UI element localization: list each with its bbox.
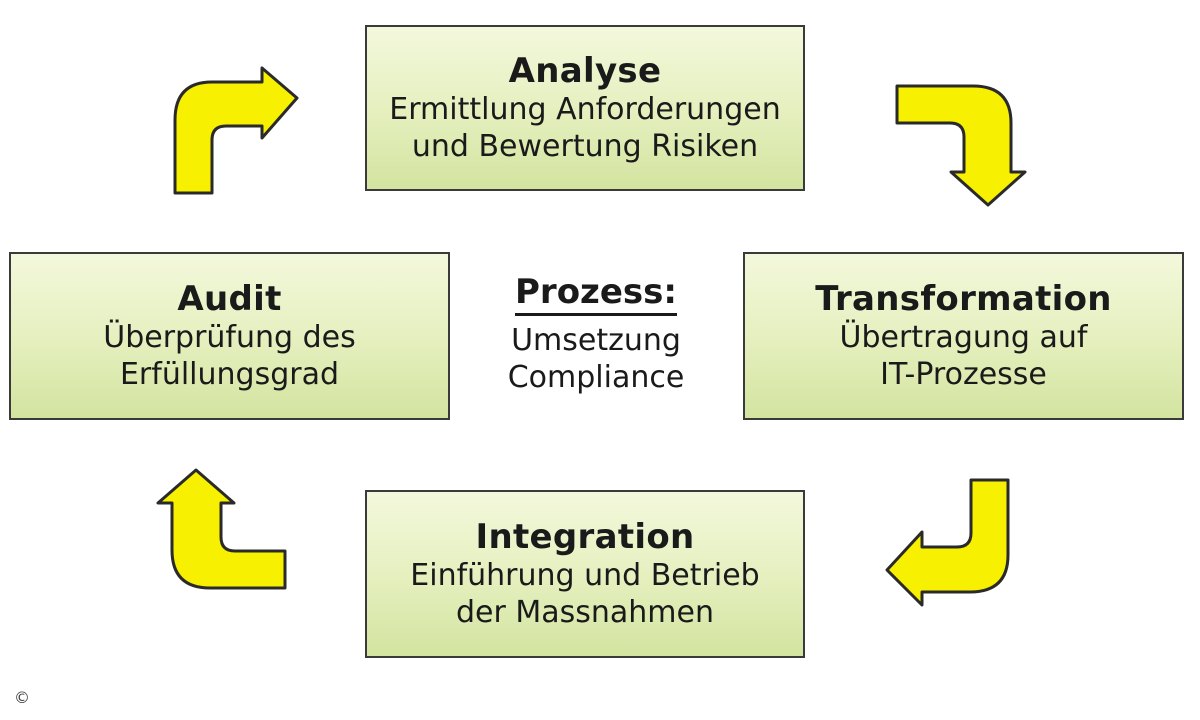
arrow-analyse-to-transformation-icon bbox=[895, 84, 1027, 207]
stage-transformation: Transformation Übertragung auf IT-Prozes… bbox=[743, 252, 1184, 420]
stage-transformation-title: Transformation bbox=[815, 279, 1112, 319]
stage-audit: Audit Überprüfung des Erfüllungsgrad bbox=[9, 252, 450, 420]
stage-analyse-title: Analyse bbox=[508, 51, 662, 91]
stage-analyse-line2: und Bewertung Risiken bbox=[411, 129, 759, 164]
stage-transformation-line2: IT-Prozesse bbox=[880, 357, 1047, 392]
stage-transformation-line1: Übertragung auf bbox=[839, 320, 1088, 355]
arrow-audit-to-analyse-icon bbox=[173, 66, 299, 195]
stage-analyse: Analyse Ermittlung Anforderungen und Bew… bbox=[365, 25, 805, 191]
arrow-integration-to-audit-icon bbox=[156, 468, 287, 590]
stage-integration-line2: der Massnahmen bbox=[455, 595, 714, 630]
stage-integration-line1: Einführung und Betrieb bbox=[410, 558, 760, 593]
stage-audit-title: Audit bbox=[177, 279, 282, 319]
arrow-transformation-to-integration-icon bbox=[885, 478, 1010, 607]
stage-audit-line2: Erfüllungsgrad bbox=[119, 357, 340, 392]
copyright-icon: © bbox=[14, 688, 30, 707]
stage-analyse-line1: Ermittlung Anforderungen bbox=[389, 92, 781, 127]
stage-integration: Integration Einführung und Betrieb der M… bbox=[365, 490, 805, 658]
stage-integration-title: Integration bbox=[475, 517, 695, 557]
stage-audit-line1: Überprüfung des bbox=[103, 320, 356, 355]
center-title: Prozess: bbox=[515, 272, 677, 316]
center-line2: Compliance bbox=[507, 360, 685, 395]
center-line1: Umsetzung bbox=[511, 323, 681, 358]
center-label: Prozess: Umsetzung Compliance bbox=[470, 272, 722, 396]
